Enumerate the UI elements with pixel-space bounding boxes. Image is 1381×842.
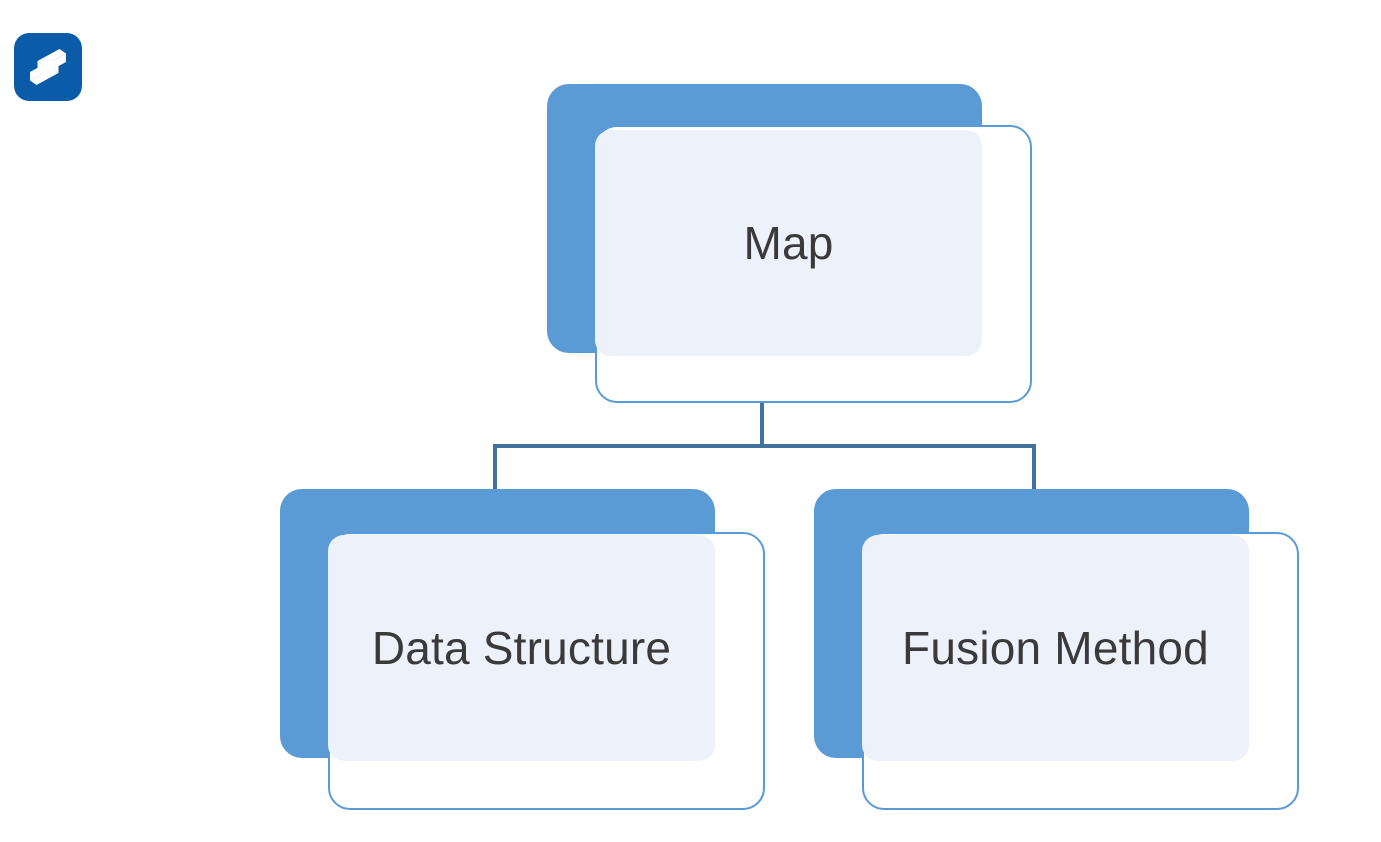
stacked-s-logo-icon[interactable]: [14, 33, 82, 101]
node-map-body[interactable]: Map: [595, 130, 982, 356]
node-map[interactable]: Map: [547, 84, 1032, 403]
node-fusion-method-label: Fusion Method: [902, 622, 1209, 674]
node-map-label: Map: [743, 217, 834, 269]
node-data-structure-body[interactable]: Data Structure: [328, 535, 715, 761]
node-fusion-method[interactable]: Fusion Method: [814, 489, 1300, 810]
node-fusion-method-body[interactable]: Fusion Method: [862, 535, 1249, 761]
node-data-structure-label: Data Structure: [371, 622, 672, 674]
node-data-structure[interactable]: Data Structure: [280, 489, 765, 810]
